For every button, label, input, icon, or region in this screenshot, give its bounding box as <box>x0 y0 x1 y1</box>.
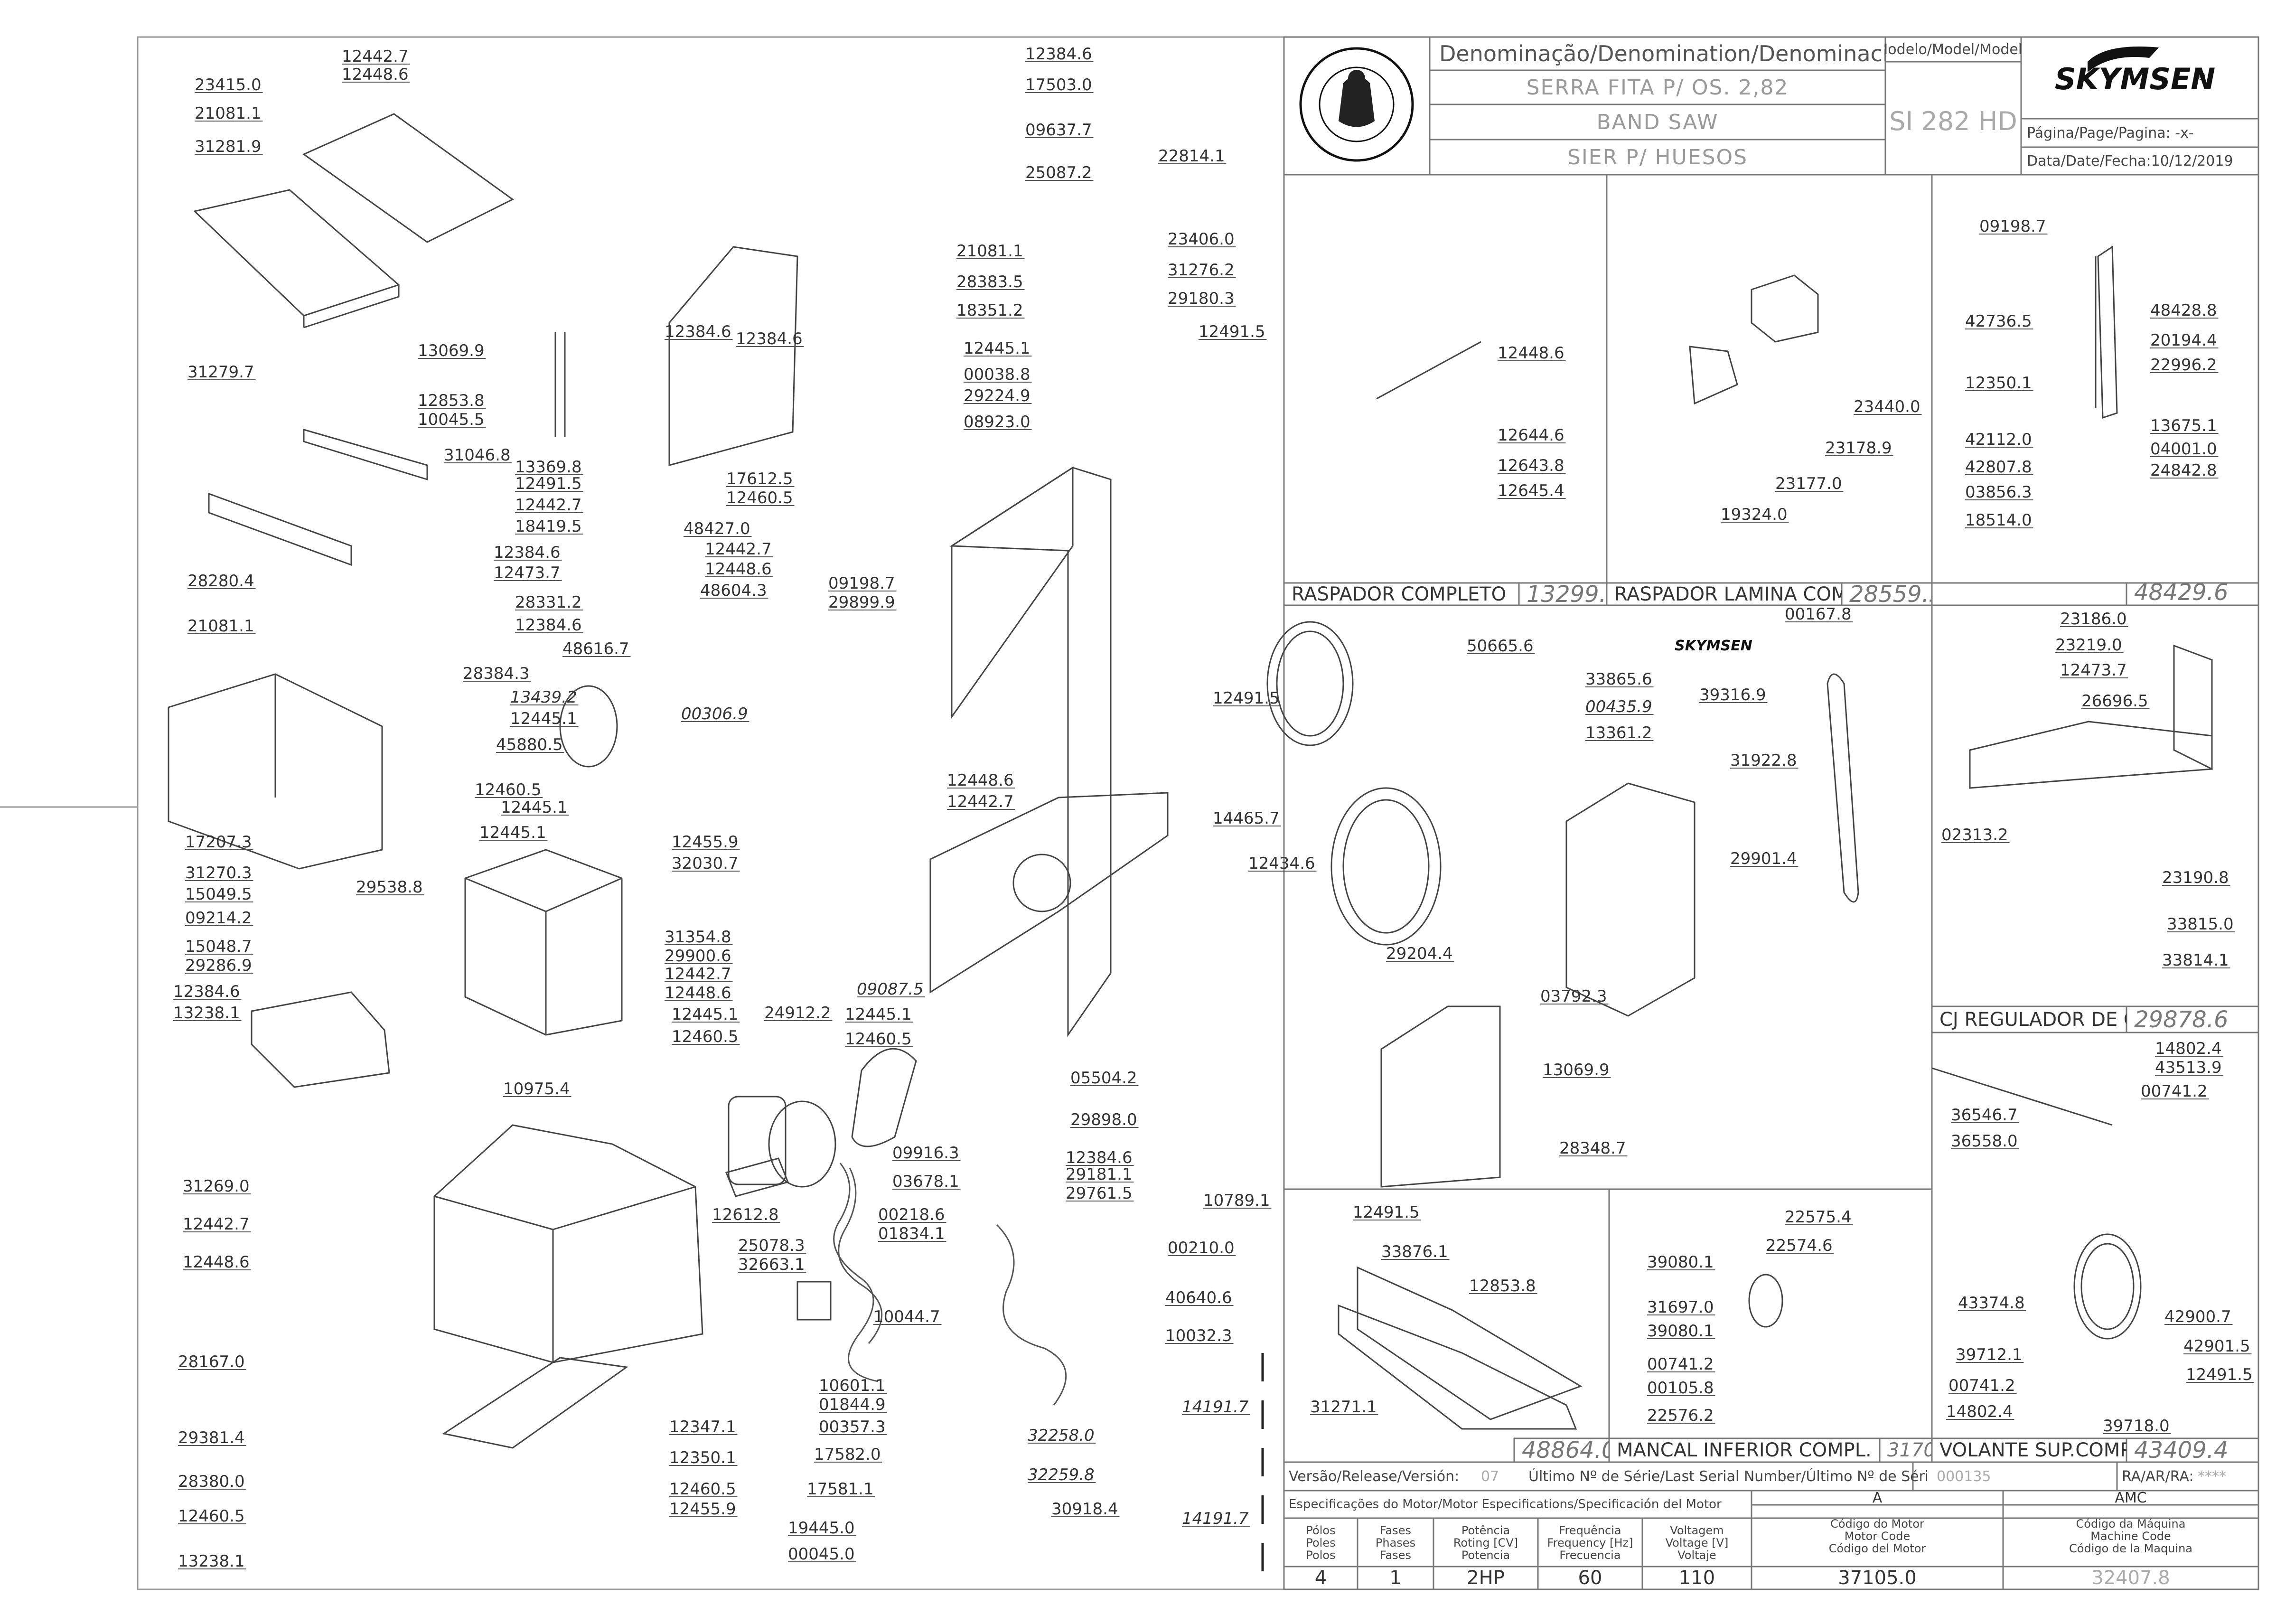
svg-text:®: ® <box>2196 71 2206 83</box>
assembly-number-raspador-lamina: 28559.5 <box>1849 583 1932 605</box>
skymsen-logo: SKYMSEN ® <box>2055 47 2215 96</box>
assembly-number-guide: 48429.6 <box>2134 579 2229 605</box>
assembly-name-raspador-lamina: RASPADOR LAMINA COMP <box>1614 583 1842 605</box>
motor-code-value: 37105.0 <box>1838 1567 1917 1589</box>
phases-value: 1 <box>1389 1567 1402 1589</box>
name-english: BAND SAW <box>1596 110 1719 134</box>
machine-code-group: AMC <box>2115 1491 2147 1505</box>
col-poles: Pólos Poles Polos <box>1306 1524 1336 1562</box>
power-value: 2HP <box>1467 1567 1505 1589</box>
assembly-number-raspador-completo: 13299.3 <box>1527 583 1607 605</box>
col-motor-code: Código do Motor Motor Code Código del Mo… <box>1828 1517 1926 1555</box>
assembly-number-volante: 43409.4 <box>2134 1438 2229 1462</box>
motor-code-group: A <box>1872 1491 1883 1505</box>
model-number: SI 282 HD <box>1889 106 2017 136</box>
serial-label: Último Nº de Série/Last Serial Number/Úl… <box>1528 1468 1927 1485</box>
svg-text:SKYMSEN: SKYMSEN <box>2055 62 2215 96</box>
frequency-value: 60 <box>1578 1567 1602 1589</box>
assistencia-tecnica-seal <box>1299 47 1414 162</box>
voltage-value: 110 <box>1678 1567 1715 1589</box>
version-value: 07 <box>1481 1468 1499 1485</box>
serial-value: 000135 <box>1937 1468 1991 1485</box>
svg-text:SKYMSEN: SKYMSEN <box>1675 638 1752 654</box>
col-frequency: Frequência Frequency [Hz] Frecuencia <box>1547 1524 1633 1562</box>
assembly-number-table: 48864.0 <box>1522 1438 1609 1462</box>
ra-value: **** <box>2198 1468 2226 1485</box>
name-spanish: SIER P/ HUESOS <box>1567 145 1748 169</box>
version-label: Versão/Release/Versión: <box>1289 1468 1460 1485</box>
denomination-header: Denominação/Denomination/Denominación <box>1439 41 1885 66</box>
name-portuguese: SERRA FITA P/ OS. 2,82 <box>1526 75 1789 100</box>
col-machine-code: Código da Máquina Machine Code Código de… <box>2069 1517 2192 1555</box>
motor-spec-label: Especificações do Motor/Motor Especifica… <box>1289 1497 1722 1511</box>
blade-logo-sticker: SKYMSEN <box>1675 638 1752 654</box>
assembly-number-mancal: 31702.0 <box>1887 1439 1932 1461</box>
col-power: Potência Roting [CV] Potencia <box>1453 1524 1518 1562</box>
assembly-name-mancal: MANCAL INFERIOR COMPL. <box>1617 1439 1872 1461</box>
assembly-name-regulador: CJ REGULADOR DE CORTE <box>1939 1008 2126 1031</box>
ra-label: RA/AR/RA: <box>2122 1468 2193 1485</box>
model-header: Modelo/Model/Modelo <box>1885 41 2021 58</box>
assembly-name-volante: VOLANTE SUP.COMPL. <box>1939 1439 2126 1461</box>
machine-code-value: 32407.8 <box>2091 1567 2170 1589</box>
col-voltage: Voltagem Voltage [V] Voltaje <box>1665 1524 1729 1562</box>
poles-value: 4 <box>1314 1567 1327 1589</box>
assembly-number-regulador: 29878.6 <box>2134 1006 2229 1033</box>
page-label: Página/Page/Pagina: -x- <box>2027 124 2194 141</box>
col-phases: Fases Phases Fases <box>1375 1524 1416 1562</box>
assembly-name-raspador-completo: RASPADOR COMPLETO <box>1292 583 1507 605</box>
date-label: Data/Date/Fecha:10/12/2019 <box>2027 152 2233 169</box>
